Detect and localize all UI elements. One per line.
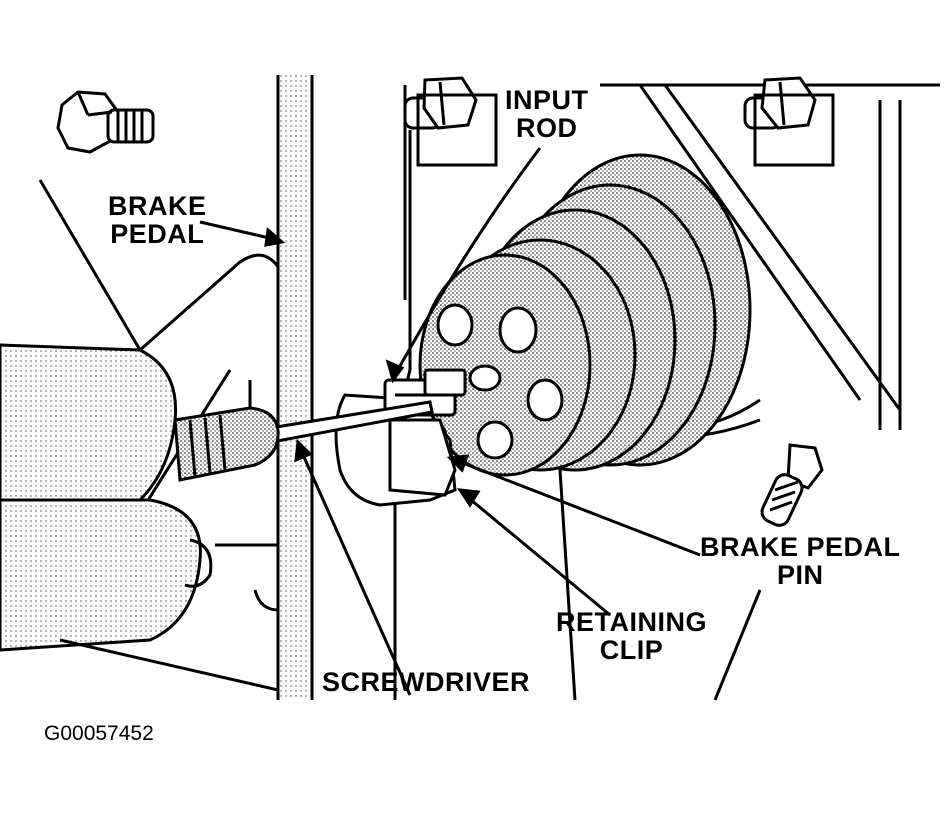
base-plate bbox=[59, 543, 279, 692]
label-brake-pedal-pin-line1: BRAKE PEDAL bbox=[700, 532, 901, 562]
arrowhead-retaining-clip bbox=[456, 488, 481, 508]
label-brake-pedal-pin-line2: PIN bbox=[777, 560, 824, 590]
arrowhead-screwdriver bbox=[294, 438, 313, 463]
leader-lines bbox=[199, 147, 762, 701]
label-retaining-clip-line1: RETAINING bbox=[556, 607, 707, 637]
label-screwdriver: SCREWDRIVER bbox=[322, 667, 531, 697]
arrowhead-input-rod bbox=[385, 359, 405, 384]
stud-nut-top-center bbox=[403, 76, 498, 167]
label-brake-pedal-line1: BRAKE bbox=[108, 191, 207, 221]
booster-boot bbox=[412, 153, 752, 477]
hex-bolt-top-left bbox=[56, 90, 155, 154]
brake-pedal-arm bbox=[276, 75, 314, 700]
stud-nut-top-right bbox=[743, 76, 835, 167]
label-retaining-clip-line2: CLIP bbox=[599, 635, 664, 665]
label-brake-pedal: BRAKE PEDAL bbox=[108, 192, 207, 248]
arrowhead-brake-pedal-pin bbox=[446, 454, 470, 473]
figure-id: G00057452 bbox=[44, 722, 154, 745]
label-retaining-clip: RETAINING CLIP bbox=[556, 608, 707, 664]
label-brake-pedal-pin: BRAKE PEDAL PIN bbox=[700, 533, 901, 589]
label-brake-pedal-line2: PEDAL bbox=[110, 219, 205, 249]
stud-nut-lower-right bbox=[760, 443, 824, 527]
label-input-rod-line2: ROD bbox=[516, 113, 578, 143]
arrowhead-brake-pedal bbox=[264, 227, 286, 247]
technician-hand bbox=[0, 343, 280, 652]
label-input-rod-line1: INPUT bbox=[505, 85, 589, 115]
label-input-rod: INPUT ROD bbox=[505, 86, 589, 142]
